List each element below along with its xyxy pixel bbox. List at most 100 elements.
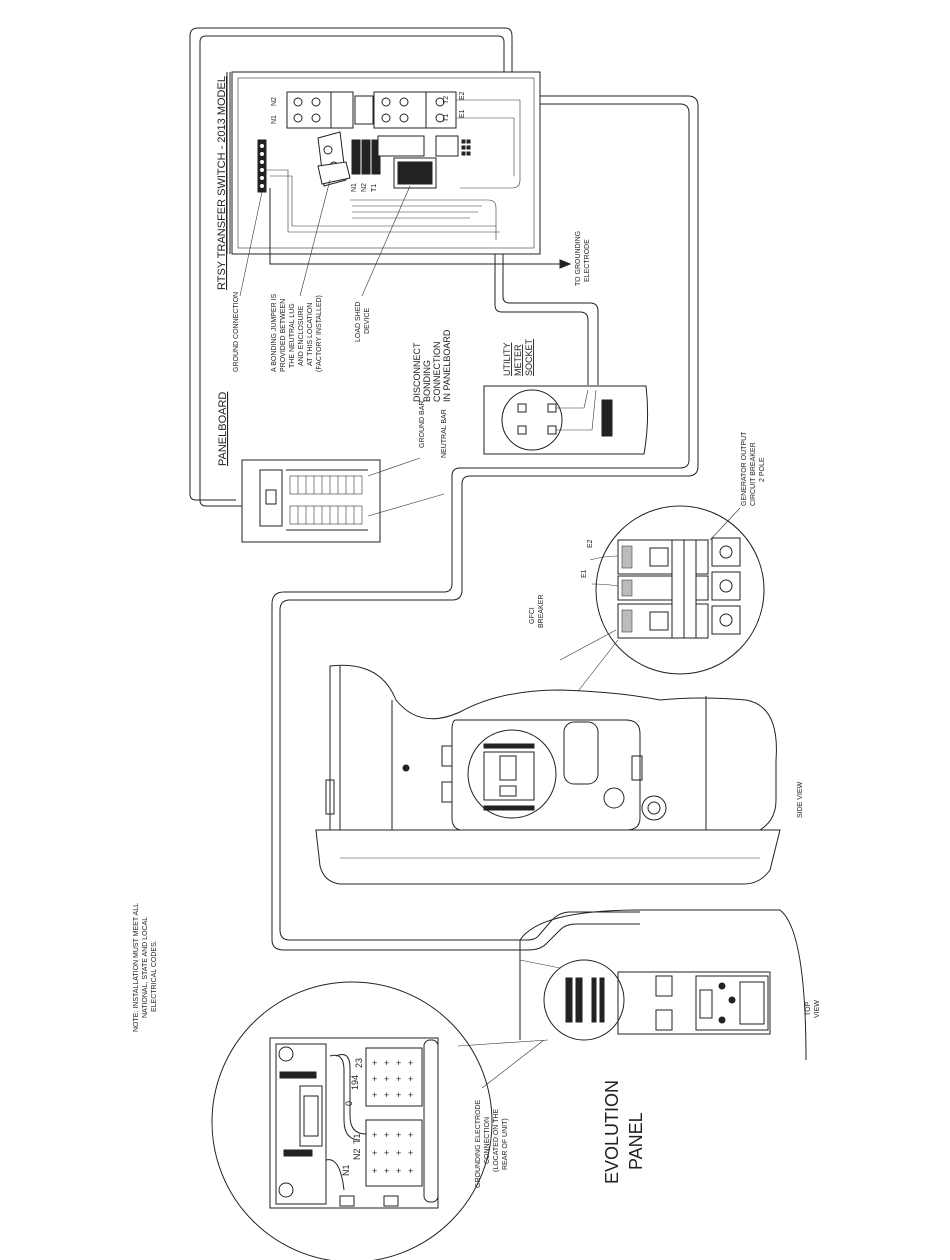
ts-terminal-t1: T1	[443, 114, 450, 122]
svg-text:+: +	[396, 1090, 401, 1100]
svg-text:AND ENCLOSURE: AND ENCLOSURE	[298, 305, 305, 366]
breaker-detail	[539, 505, 765, 741]
terminal-0: 0	[344, 1101, 354, 1106]
svg-text:+: +	[384, 1130, 389, 1140]
ts-small-t1: T1	[371, 184, 378, 192]
svg-text:GROUNDING ELECTRODE: GROUNDING ELECTRODE	[475, 1099, 482, 1188]
ts-terminal-e1: E1	[459, 109, 466, 118]
svg-text:PROVIDED BETWEEN: PROVIDED BETWEEN	[280, 299, 287, 372]
generator-output-breaker-label: GENERATOR OUTPUT CIRCUIT BREAKER 2 POLE	[741, 431, 766, 506]
conduit-runs	[189, 27, 699, 951]
svg-text:CONNECTION: CONNECTION	[484, 1117, 491, 1164]
terminal-23: 23	[354, 1058, 364, 1068]
panelboard	[241, 457, 445, 543]
svg-text:+: +	[372, 1166, 377, 1176]
svg-text:+: +	[384, 1166, 389, 1176]
grounding-electrode-connection-label: GROUNDING ELECTRODE CONNECTION (LOCATED …	[475, 1099, 509, 1188]
ts-terminal-n1: N1	[271, 115, 278, 124]
svg-text:+: +	[372, 1130, 377, 1140]
svg-text:AT THIS LOCATION: AT THIS LOCATION	[307, 303, 314, 366]
terminal-194: 194	[350, 1075, 360, 1090]
utility-meter-label: UTILITY METER SOCKET	[502, 338, 534, 376]
svg-text:+: +	[384, 1074, 389, 1084]
svg-text:ELECTRICAL CODES.: ELECTRICAL CODES.	[151, 940, 158, 1012]
svg-text:DEVICE: DEVICE	[364, 308, 371, 334]
disconnect-bonding-note: DISCONNECT BONDING CONNECTION IN PANELBO…	[412, 329, 452, 402]
transfer-switch	[226, 71, 572, 269]
ts-small-n1: N1	[351, 183, 358, 192]
evolution-panel-detail: + + + + + + + + + + + + + + + + + + + + + + + +	[211, 981, 493, 1260]
svg-text:GENERATOR OUTPUT: GENERATOR OUTPUT	[741, 431, 748, 506]
svg-text:EVOLUTION: EVOLUTION	[602, 1080, 622, 1184]
svg-text:+: +	[372, 1148, 377, 1158]
installation-note: NOTE: INSTALLATION MUST MEET ALL NATIONA…	[133, 903, 158, 1032]
svg-text:+: +	[408, 1148, 413, 1158]
svg-text:BREAKER: BREAKER	[538, 595, 545, 628]
side-view-label: SIDE VIEW	[797, 781, 804, 818]
bonding-jumper-note: A BONDING JUMPER IS PROVIDED BETWEEN THE…	[271, 293, 323, 372]
svg-text:BONDING: BONDING	[422, 360, 432, 402]
svg-text:REAR OF UNIT): REAR OF UNIT)	[502, 1118, 509, 1170]
ts-small-n2: N2	[361, 183, 368, 192]
top-view-label: TOP VIEW	[805, 1000, 821, 1018]
svg-text:THE NEUTRAL LUG: THE NEUTRAL LUG	[289, 303, 296, 368]
e1-label: E1	[581, 569, 588, 578]
neutral-bar-label: NEUTRAL BAR	[441, 409, 448, 458]
svg-text:+: +	[408, 1166, 413, 1176]
svg-text:ELECTRODE: ELECTRODE	[584, 239, 591, 282]
svg-text:TOP: TOP	[805, 1001, 812, 1016]
terminal-n1: N1	[341, 1164, 351, 1176]
svg-text:+: +	[396, 1130, 401, 1140]
svg-text:+: +	[384, 1090, 389, 1100]
terminal-t1: T1	[352, 1133, 362, 1144]
svg-text:DISCONNECT: DISCONNECT	[412, 342, 422, 402]
svg-text:CIRCUIT BREAKER: CIRCUIT BREAKER	[750, 442, 757, 506]
svg-text:+: +	[396, 1074, 401, 1084]
svg-text:GFCI: GFCI	[529, 607, 536, 624]
to-grounding-electrode-label: TO GROUNDING ELECTRODE	[575, 231, 591, 286]
svg-text:(LOCATED ON THE: (LOCATED ON THE	[493, 1109, 500, 1172]
svg-text:+: +	[408, 1130, 413, 1140]
panelboard-title: PANELBOARD	[217, 392, 229, 466]
terminal-n2: N2	[352, 1148, 362, 1160]
ground-connection-label: GROUND CONNECTION	[233, 292, 240, 372]
svg-text:+: +	[372, 1090, 377, 1100]
svg-text:+: +	[396, 1166, 401, 1176]
generator-side-view	[315, 664, 781, 885]
svg-text:METER: METER	[513, 344, 523, 376]
svg-text:IN PANELBOARD: IN PANELBOARD	[442, 329, 452, 402]
gfci-breaker-label: GFCI BREAKER	[529, 595, 545, 628]
svg-text:+: +	[372, 1058, 377, 1068]
svg-text:UTILITY: UTILITY	[502, 342, 512, 376]
ts-terminal-e2: E2	[459, 91, 466, 100]
utility-meter-socket	[483, 385, 649, 455]
svg-text:NOTE: INSTALLATION MUST MEET A: NOTE: INSTALLATION MUST MEET ALL	[133, 903, 140, 1032]
svg-text:+: +	[408, 1090, 413, 1100]
svg-text:TO GROUNDING: TO GROUNDING	[575, 231, 582, 286]
svg-text:+: +	[384, 1148, 389, 1158]
svg-text:A BONDING JUMPER IS: A BONDING JUMPER IS	[271, 293, 278, 372]
ts-terminal-n2: N2	[271, 97, 278, 106]
svg-text:VIEW: VIEW	[814, 1000, 821, 1018]
svg-text:+: +	[384, 1058, 389, 1068]
svg-text:SOCKET: SOCKET	[524, 338, 534, 376]
load-shed-label: LOAD SHED DEVICE	[355, 302, 371, 342]
svg-text:+: +	[408, 1074, 413, 1084]
evolution-terminal-labels: N1 N2 T1 0 194 23	[341, 1058, 364, 1176]
svg-text:PANEL: PANEL	[626, 1112, 646, 1170]
e2-label: E2	[587, 539, 594, 548]
svg-text:+: +	[408, 1058, 413, 1068]
svg-text:CONNECTION: CONNECTION	[432, 342, 442, 403]
svg-text:(FACTORY INSTALLED): (FACTORY INSTALLED)	[316, 295, 323, 372]
svg-text:2 POLE: 2 POLE	[759, 457, 766, 482]
generator-top-view	[457, 909, 807, 1089]
ground-bar-label: GROUND BAR	[419, 401, 426, 448]
ts-terminal-t2: T2	[443, 96, 450, 104]
svg-text:+: +	[396, 1058, 401, 1068]
svg-text:+: +	[396, 1148, 401, 1158]
svg-text:NATIONAL, STATE AND LOCAL: NATIONAL, STATE AND LOCAL	[142, 917, 149, 1018]
transfer-switch-title: RTSY TRANSFER SWITCH - 2013 MODEL	[216, 76, 228, 290]
svg-text:LOAD SHED: LOAD SHED	[355, 302, 362, 342]
svg-text:+: +	[372, 1074, 377, 1084]
